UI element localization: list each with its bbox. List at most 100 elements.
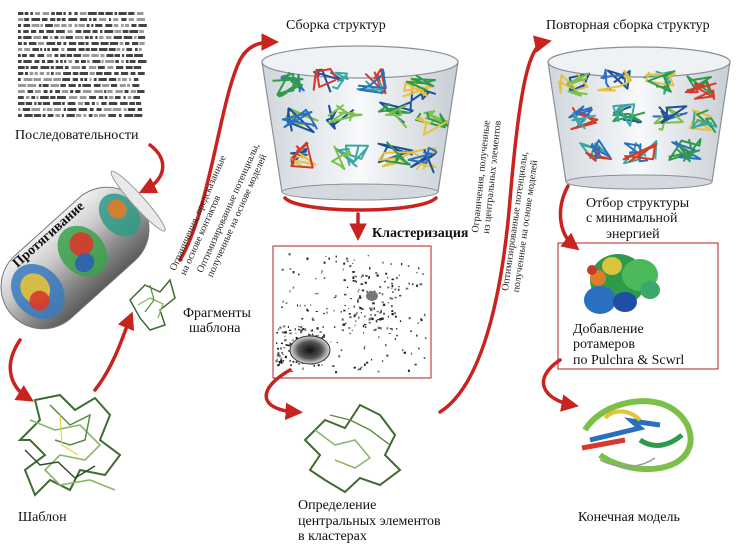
sequence-glyph: [91, 24, 94, 27]
sequence-glyph: [93, 84, 101, 87]
sequence-glyph: [77, 102, 84, 105]
sequence-glyph: [18, 42, 22, 45]
sequence-glyph: [95, 24, 103, 27]
protein-model-trace: [312, 68, 338, 91]
sequence-glyph: [91, 54, 99, 57]
sequence-glyph: [94, 90, 103, 93]
protein-model-trace: [272, 71, 304, 95]
scatter-dot: [403, 351, 406, 354]
scatter-dot: [341, 318, 344, 321]
scatter-dot: [396, 328, 398, 330]
sequence-glyph: [18, 72, 24, 75]
scatter-dot: [283, 325, 286, 328]
sequence-glyph: [22, 108, 31, 111]
sequence-glyph: [50, 18, 56, 21]
sequence-glyph: [29, 72, 34, 75]
scatter-dot: [358, 288, 360, 291]
sequence-glyph: [86, 24, 90, 27]
scatter-dot: [407, 369, 410, 372]
sequence-glyph: [52, 102, 62, 105]
sequence-glyph: [38, 84, 42, 87]
sequence-glyph: [38, 42, 45, 45]
scatter-dot: [360, 276, 362, 278]
label-assembly: Сборка структур: [286, 18, 386, 33]
scatter-dot: [300, 329, 302, 331]
sequence-glyph: [60, 84, 66, 87]
sequence-glyph: [83, 114, 87, 117]
scatter-dot: [373, 307, 375, 310]
scatter-dot: [357, 291, 359, 293]
sequence-glyph: [66, 54, 73, 57]
threading-tube: [0, 170, 166, 330]
sequence-glyph: [103, 108, 112, 111]
scatter-dot: [316, 327, 319, 330]
scatter-dot: [424, 315, 426, 317]
sequence-glyph: [116, 48, 121, 51]
scatter-dot: [364, 323, 367, 326]
sequence-glyph: [62, 78, 71, 81]
sequence-glyph: [47, 60, 54, 63]
scatter-dot: [282, 353, 284, 355]
sequence-glyph: [18, 60, 22, 63]
sequence-glyph: [30, 66, 38, 69]
sequence-glyph: [104, 90, 107, 93]
sequence-glyph: [18, 108, 21, 111]
sequence-glyph: [136, 18, 145, 21]
protein-model-trace: [384, 141, 411, 166]
sequence-glyph: [75, 36, 84, 39]
sequence-glyph: [106, 36, 112, 39]
scatter-dot: [276, 332, 279, 334]
sequence-glyph: [67, 30, 73, 33]
sequence-glyph: [18, 96, 24, 99]
scatter-dot: [295, 361, 298, 363]
sequence-glyph: [106, 54, 114, 57]
sequence-glyph: [55, 66, 64, 69]
scatter-dot: [315, 311, 318, 312]
protein-model-trace: [327, 104, 363, 122]
scatter-dot: [377, 370, 380, 373]
scatter-dot: [390, 263, 392, 265]
protein-model-trace: [696, 109, 718, 133]
sequence-glyph: [46, 108, 53, 111]
scatter-dot: [281, 268, 284, 271]
sequence-glyph: [37, 102, 42, 105]
protein-model-trace: [290, 141, 314, 169]
sequence-glyph: [47, 48, 50, 51]
sequence-glyph: [18, 48, 23, 51]
sequence-glyph: [61, 114, 64, 117]
sequence-glyph: [84, 78, 88, 81]
scatter-dot: [420, 319, 423, 322]
scatter-dot: [372, 302, 375, 305]
sequence-glyph: [75, 90, 81, 93]
arrow-fragments-to-assembly: [178, 33, 279, 262]
scatter-dot: [288, 253, 291, 256]
sequence-glyph: [82, 90, 92, 93]
sequence-glyph: [25, 66, 29, 69]
scatter-dot: [280, 359, 283, 362]
sequence-glyph: [78, 108, 88, 111]
scatter-dot: [376, 274, 379, 277]
sequence-glyph: [79, 12, 87, 15]
sequence-glyph: [73, 54, 81, 57]
sequence-glyph: [108, 102, 118, 105]
scatter-dot: [381, 317, 384, 320]
scatter-dot: [371, 358, 373, 361]
scatter-dot: [391, 278, 394, 281]
label-rotamers-line1: Добавление: [573, 322, 644, 337]
scatter-dot: [360, 312, 362, 314]
sequence-glyph: [130, 72, 136, 75]
protein-model-trace: [691, 111, 717, 129]
sequence-glyph: [66, 114, 75, 117]
scatter-dot: [359, 296, 362, 299]
sequence-glyph: [18, 84, 27, 87]
sequence-glyph: [30, 12, 33, 15]
label-rotamers: Добавление ротамеров по Pulchra & Scwrl: [573, 322, 684, 368]
sequence-glyph: [120, 72, 129, 75]
scatter-dot: [277, 328, 280, 331]
sequence-glyph: [137, 108, 143, 111]
sequence-glyph: [31, 30, 37, 33]
rotamer-box: [557, 242, 719, 370]
sequence-glyph: [111, 84, 118, 87]
sequence-glyph: [18, 78, 21, 81]
sequence-glyph: [138, 36, 146, 39]
